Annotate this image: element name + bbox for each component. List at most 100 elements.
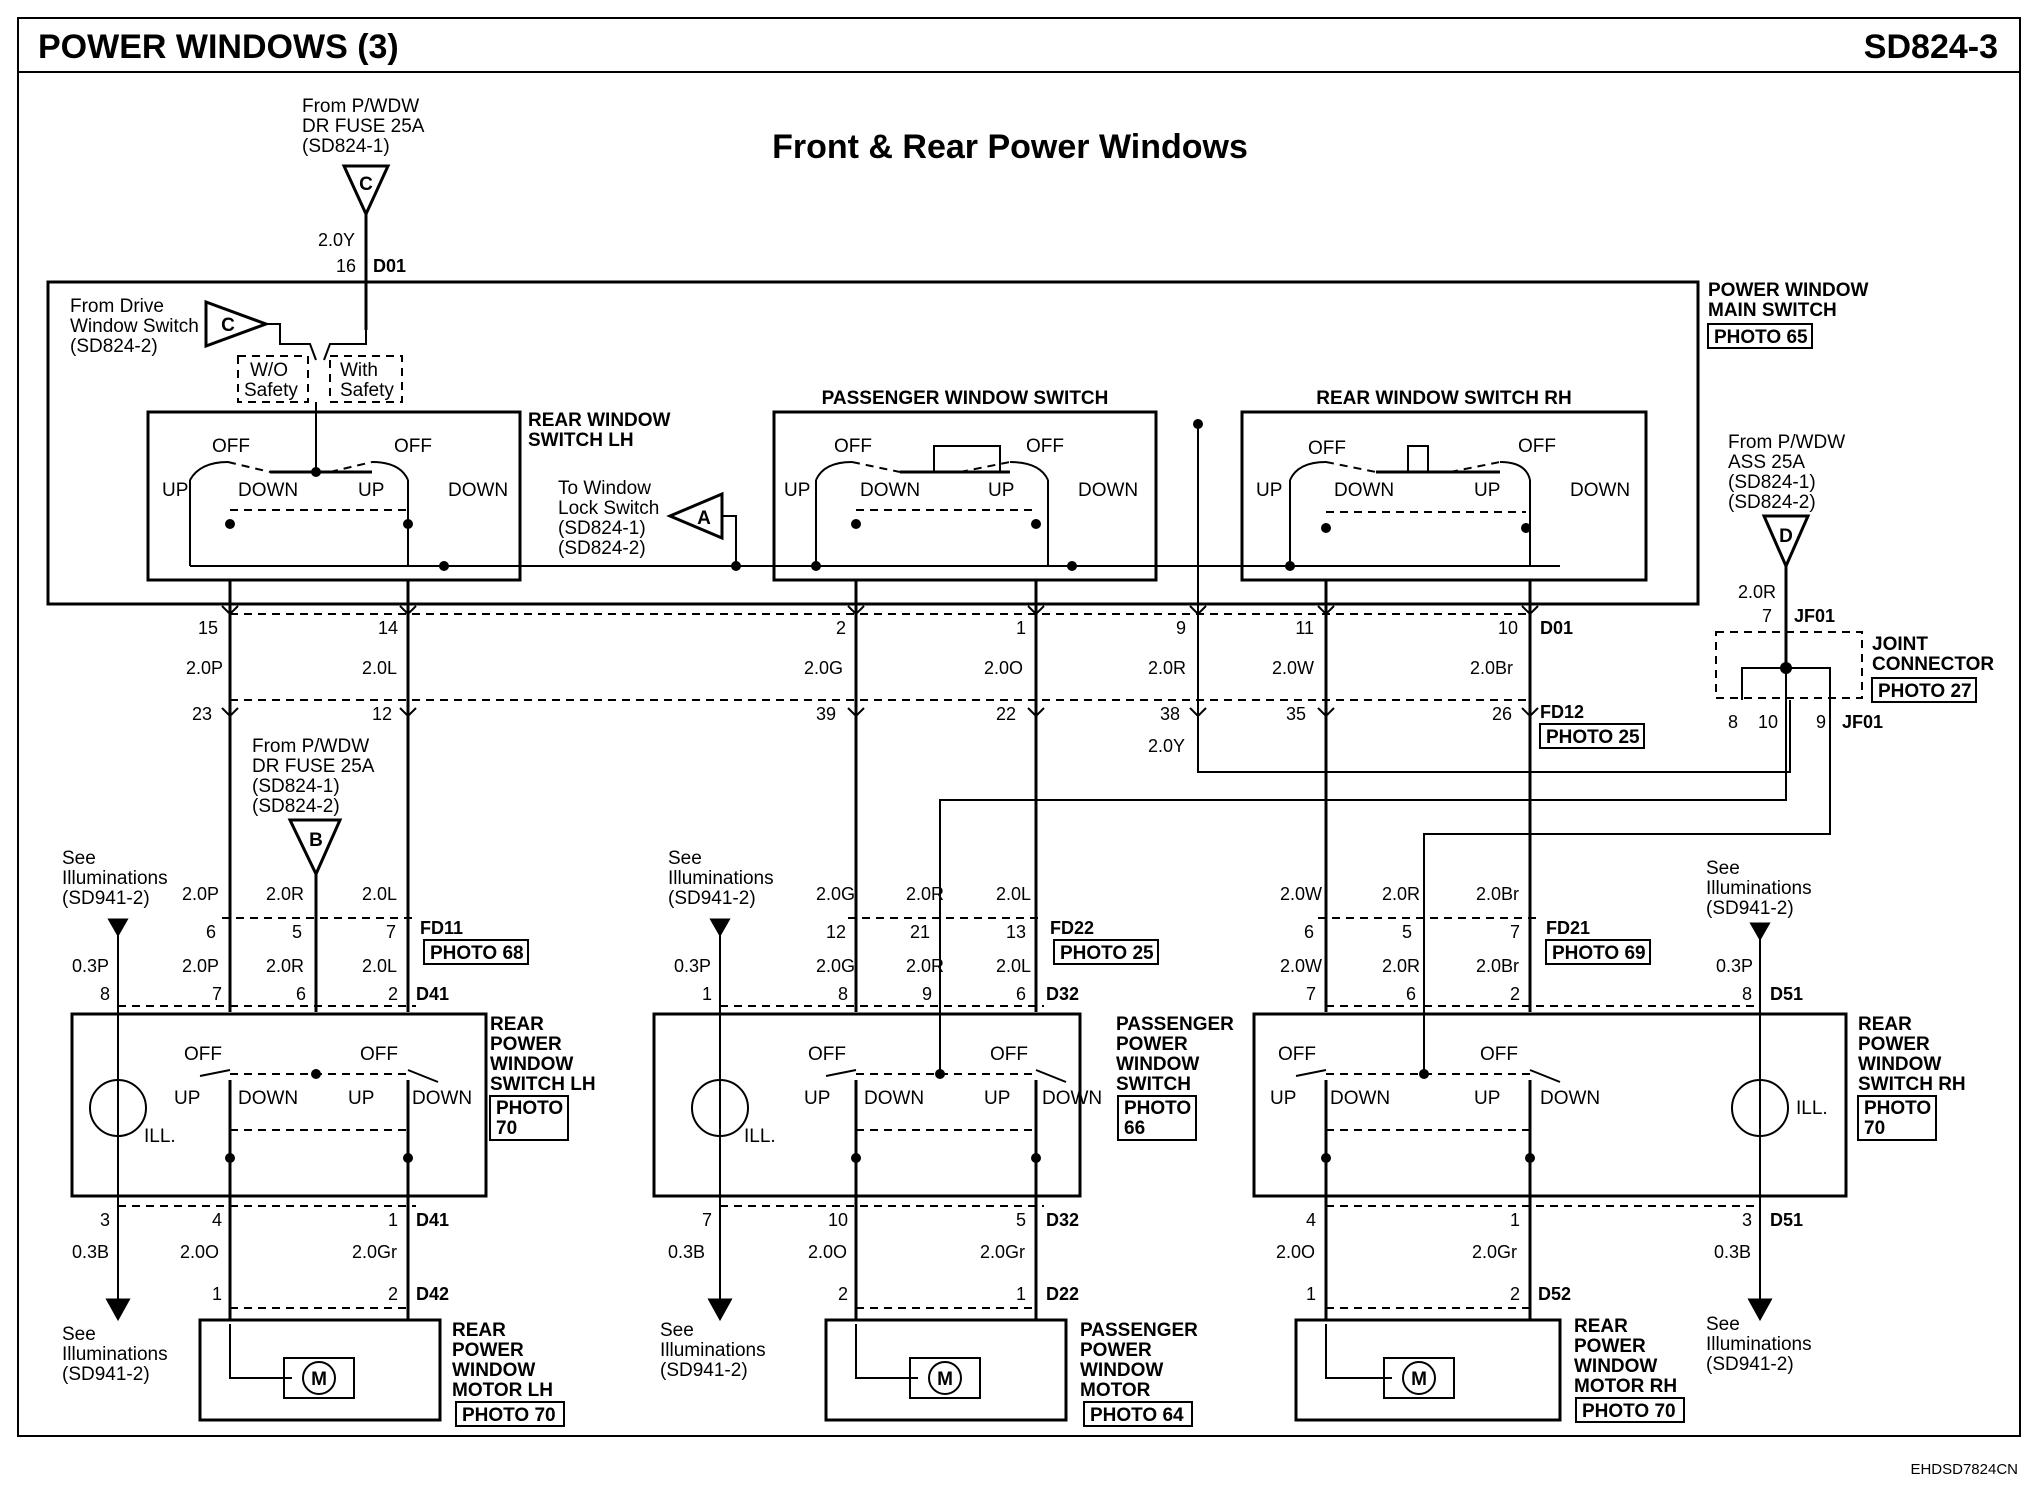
rh-d51-pin-6: 6	[1406, 984, 1416, 1004]
joint-title-2: CONNECTOR	[1872, 654, 1994, 675]
main-switch-title-2: MAIN SWITCH	[1708, 300, 1837, 321]
lh-fd-pin-5: 5	[292, 922, 302, 942]
rh-d51-pin-2: 2	[1510, 984, 1520, 1004]
ps-d32-wire-4: 2.0L	[996, 956, 1031, 976]
page-title: POWER WINDOWS (3)	[38, 28, 399, 66]
connector-triangle-d	[1761, 514, 1811, 570]
ps-arm-2	[1009, 461, 1049, 481]
ps-low-conn: D32	[1046, 1210, 1079, 1230]
lh-motor-symbol-ring	[302, 1361, 336, 1395]
connector-triangle-c2	[204, 299, 271, 349]
page-code: SD824-3	[1864, 28, 1998, 66]
rh-d51-conn: D51	[1770, 984, 1803, 1004]
connector-triangle-c	[341, 164, 391, 218]
rear-lh-title-1: REAR WINDOW	[528, 410, 671, 431]
rh-dot-b	[1521, 523, 1531, 533]
rh-d51-pin-7: 7	[1306, 984, 1316, 1004]
ps-dotted-1	[851, 461, 901, 473]
wire-lock	[722, 515, 737, 566]
ps-switch-photo-1: PHOTO	[1124, 1098, 1191, 1119]
lh-motor-title-2: POWER	[452, 1340, 524, 1361]
ps-ill-arrow	[709, 918, 731, 938]
lh-d41-wire-4: 2.0L	[362, 956, 397, 976]
rh2-down-2: DOWN	[1540, 1088, 1600, 1109]
passenger-column: See Illuminations (SD941-2) 2.0G 2.0R 2.…	[652, 848, 1234, 1427]
d01-pin-1: 1	[1016, 618, 1026, 638]
photo-65: PHOTO 65	[1714, 327, 1808, 348]
connector-triangle-b	[287, 818, 343, 878]
lh-fd-conn: FD11	[420, 918, 463, 938]
lh-fd-wire-3: 2.0L	[362, 884, 397, 904]
ps-down-2: DOWN	[1078, 480, 1138, 501]
ps-motor-photo: PHOTO 64	[1090, 1405, 1184, 1426]
from-drive-3: (SD824-2)	[70, 336, 158, 357]
rh-see-ill-b3: (SD941-2)	[1706, 1354, 1794, 1375]
rh-d51-pin-8: 8	[1742, 984, 1752, 1004]
ps-d32-wire-3: 2.0R	[906, 956, 944, 976]
lh-fd-photo: PHOTO 68	[430, 943, 524, 964]
rh-fd-pin-7: 7	[1510, 922, 1520, 942]
rh-arm-1	[1289, 461, 1327, 481]
lh-dotted-1	[227, 461, 271, 473]
lh-down-2: DOWN	[448, 480, 508, 501]
rh-switch-photo-1: PHOTO	[1864, 1098, 1931, 1119]
rh2-up-2: UP	[1474, 1088, 1500, 1109]
joint-from-3: (SD824-1)	[1728, 472, 1816, 493]
rh2-off-2: OFF	[1480, 1044, 1518, 1065]
ps-d32-pin-8: 8	[838, 984, 848, 1004]
lh-low-conn: D41	[416, 1210, 449, 1230]
lh-switch-photo-box	[489, 1095, 569, 1141]
rh-fd-pin-5: 5	[1402, 922, 1412, 942]
rh-fd-wire-2: 2.0R	[1382, 884, 1420, 904]
lh-d41-pin-6: 6	[296, 984, 306, 1004]
connector-letter-b: B	[309, 830, 323, 851]
ps-see-ill-b2: Illuminations	[660, 1340, 766, 1361]
ps-motor-body	[909, 1357, 981, 1399]
lock-4: (SD824-2)	[558, 538, 646, 559]
lh-see-ill-b3: (SD941-2)	[62, 1364, 150, 1385]
source-line-3: (SD824-1)	[302, 136, 390, 157]
lh-fd-photo-box	[423, 939, 529, 965]
lh-down-1: DOWN	[238, 480, 298, 501]
rh-motor-conn: D52	[1538, 1284, 1571, 1304]
connector-letter-a: A	[697, 508, 711, 529]
passenger-power-window-motor	[824, 1318, 1068, 1422]
lh-switch-title-3: WINDOW	[490, 1054, 573, 1075]
joint-wire: 2.0R	[1738, 582, 1776, 602]
main-vertical-wires	[221, 580, 1539, 1012]
joint-from-4: (SD824-2)	[1728, 492, 1816, 513]
ps2-down-2: DOWN	[1042, 1088, 1102, 1109]
rh-fd-conn: FD21	[1546, 918, 1590, 938]
ps-fd-photo: PHOTO 25	[1060, 943, 1154, 964]
source-line-2: DR FUSE 25A	[302, 116, 425, 137]
ps-motor-photo-box	[1083, 1401, 1193, 1427]
fd12-pin-23: 23	[192, 704, 212, 724]
ps-motor-title-4: MOTOR	[1080, 1380, 1151, 1401]
rh-motor-title-3: WINDOW	[1574, 1356, 1657, 1377]
with-safety-2: Safety	[340, 380, 394, 401]
fd12-photo: PHOTO 25	[1546, 727, 1640, 748]
lh-motor-title-1: REAR	[452, 1320, 506, 1341]
rh-up-2: UP	[1474, 480, 1500, 501]
rh-switch-photo-box	[1857, 1095, 1937, 1141]
lh-d41-wire-2: 2.0P	[182, 956, 219, 976]
rh-d51-wire-3: 2.0Br	[1476, 956, 1519, 976]
ps-see-ill-b1: See	[660, 1320, 694, 1341]
rh-see-ill-3: (SD941-2)	[1706, 898, 1794, 919]
rh-ground-arrow	[1747, 1298, 1773, 1322]
lh-switch-title-1: REAR	[490, 1014, 544, 1035]
rh-motor-title-4: MOTOR RH	[1574, 1376, 1677, 1397]
lh-off-1: OFF	[212, 436, 250, 457]
d01-pin-9: 9	[1176, 618, 1186, 638]
rh-motor-title-1: REAR	[1574, 1316, 1628, 1337]
lh-up-2: UP	[358, 480, 384, 501]
lh-low-pin-4: 4	[212, 1210, 222, 1230]
lh-arm-1	[189, 461, 229, 481]
wo-safety-2: Safety	[244, 380, 298, 401]
fd12-photo-box	[1539, 723, 1645, 749]
connector-triangle-a	[666, 491, 724, 541]
rh-see-ill-1: See	[1706, 858, 1740, 879]
lh-motor-photo: PHOTO 70	[462, 1405, 556, 1426]
ps-motor-conn: D22	[1046, 1284, 1079, 1304]
with-safety-1: With	[340, 360, 378, 381]
